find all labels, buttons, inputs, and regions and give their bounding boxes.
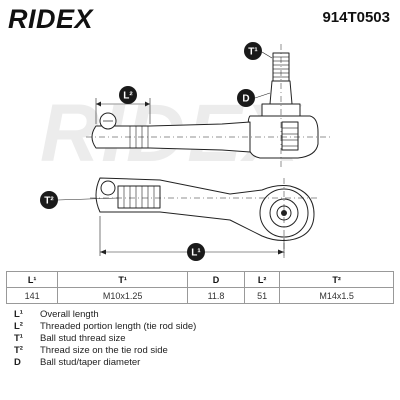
specs-value-row: 141 M10x1.25 11.8 51 M14x1.5 [5, 287, 394, 304]
brand-logo: RIDEX [8, 4, 93, 35]
article-number: 914T0503 [322, 9, 390, 26]
badge-t2-label: T² [44, 196, 54, 207]
specs-header-cell: D [186, 271, 246, 288]
specs-header-cell: L¹ [5, 271, 59, 288]
specs-value-cell: M10x1.25 [57, 287, 188, 304]
legend-symbol: L¹ [14, 309, 23, 320]
badge-l1-label: L¹ [191, 248, 201, 259]
badge-t1-label: T¹ [248, 47, 258, 58]
specs-header-cell: L² [244, 271, 281, 288]
specs-value-cell: 11.8 [186, 287, 246, 304]
dimension-badge-t2: T² [40, 191, 58, 209]
legend-description: Ball stud/taper diameter [40, 357, 141, 368]
legend-item: T¹ Ball stud thread size [14, 333, 390, 345]
legend: L¹ Overall length L² Threaded portion le… [14, 309, 390, 369]
legend-item: D Ball stud/taper diameter [14, 357, 390, 369]
legend-symbol: T¹ [14, 333, 23, 344]
legend-item: L¹ Overall length [14, 309, 390, 321]
dimension-badge-d: D [237, 89, 255, 107]
top-view [57, 177, 318, 258]
legend-symbol: D [14, 357, 21, 368]
legend-symbol: T² [14, 345, 23, 356]
badge-d-label: D [242, 94, 249, 105]
legend-description: Threaded portion length (tie rod side) [40, 321, 197, 332]
specs-value-cell: M14x1.5 [279, 287, 394, 304]
badge-l2-label: L² [123, 91, 133, 102]
specs-header-cell: T¹ [57, 271, 188, 288]
specs-header-row: L¹ T¹ D L² T² [5, 271, 394, 288]
dimension-badge-l2: L² [119, 86, 137, 104]
specs-table: L¹ T¹ D L² T² 141 M10x1.25 11.8 51 M14x1… [5, 271, 394, 304]
legend-item: T² Thread size on the tie rod side [14, 345, 390, 357]
brand-name: RIDEX [8, 4, 94, 34]
legend-description: Thread size on the tie rod side [40, 345, 168, 356]
dimension-badge-l1: L¹ [187, 243, 205, 261]
legend-symbol: L² [14, 321, 23, 332]
specs-value-cell: 141 [5, 287, 59, 304]
header: RIDEX 914T0503 [0, 0, 400, 38]
legend-item: L² Threaded portion length (tie rod side… [14, 321, 390, 333]
legend-description: Overall length [40, 309, 99, 320]
specs-value-cell: 51 [244, 287, 281, 304]
dimension-badge-t1: T¹ [244, 42, 262, 60]
side-view [86, 44, 330, 168]
legend-description: Ball stud thread size [40, 333, 126, 344]
specs-header-cell: T² [279, 271, 394, 288]
tie-rod-end-drawing: T¹ D L² T² L¹ [40, 42, 330, 261]
